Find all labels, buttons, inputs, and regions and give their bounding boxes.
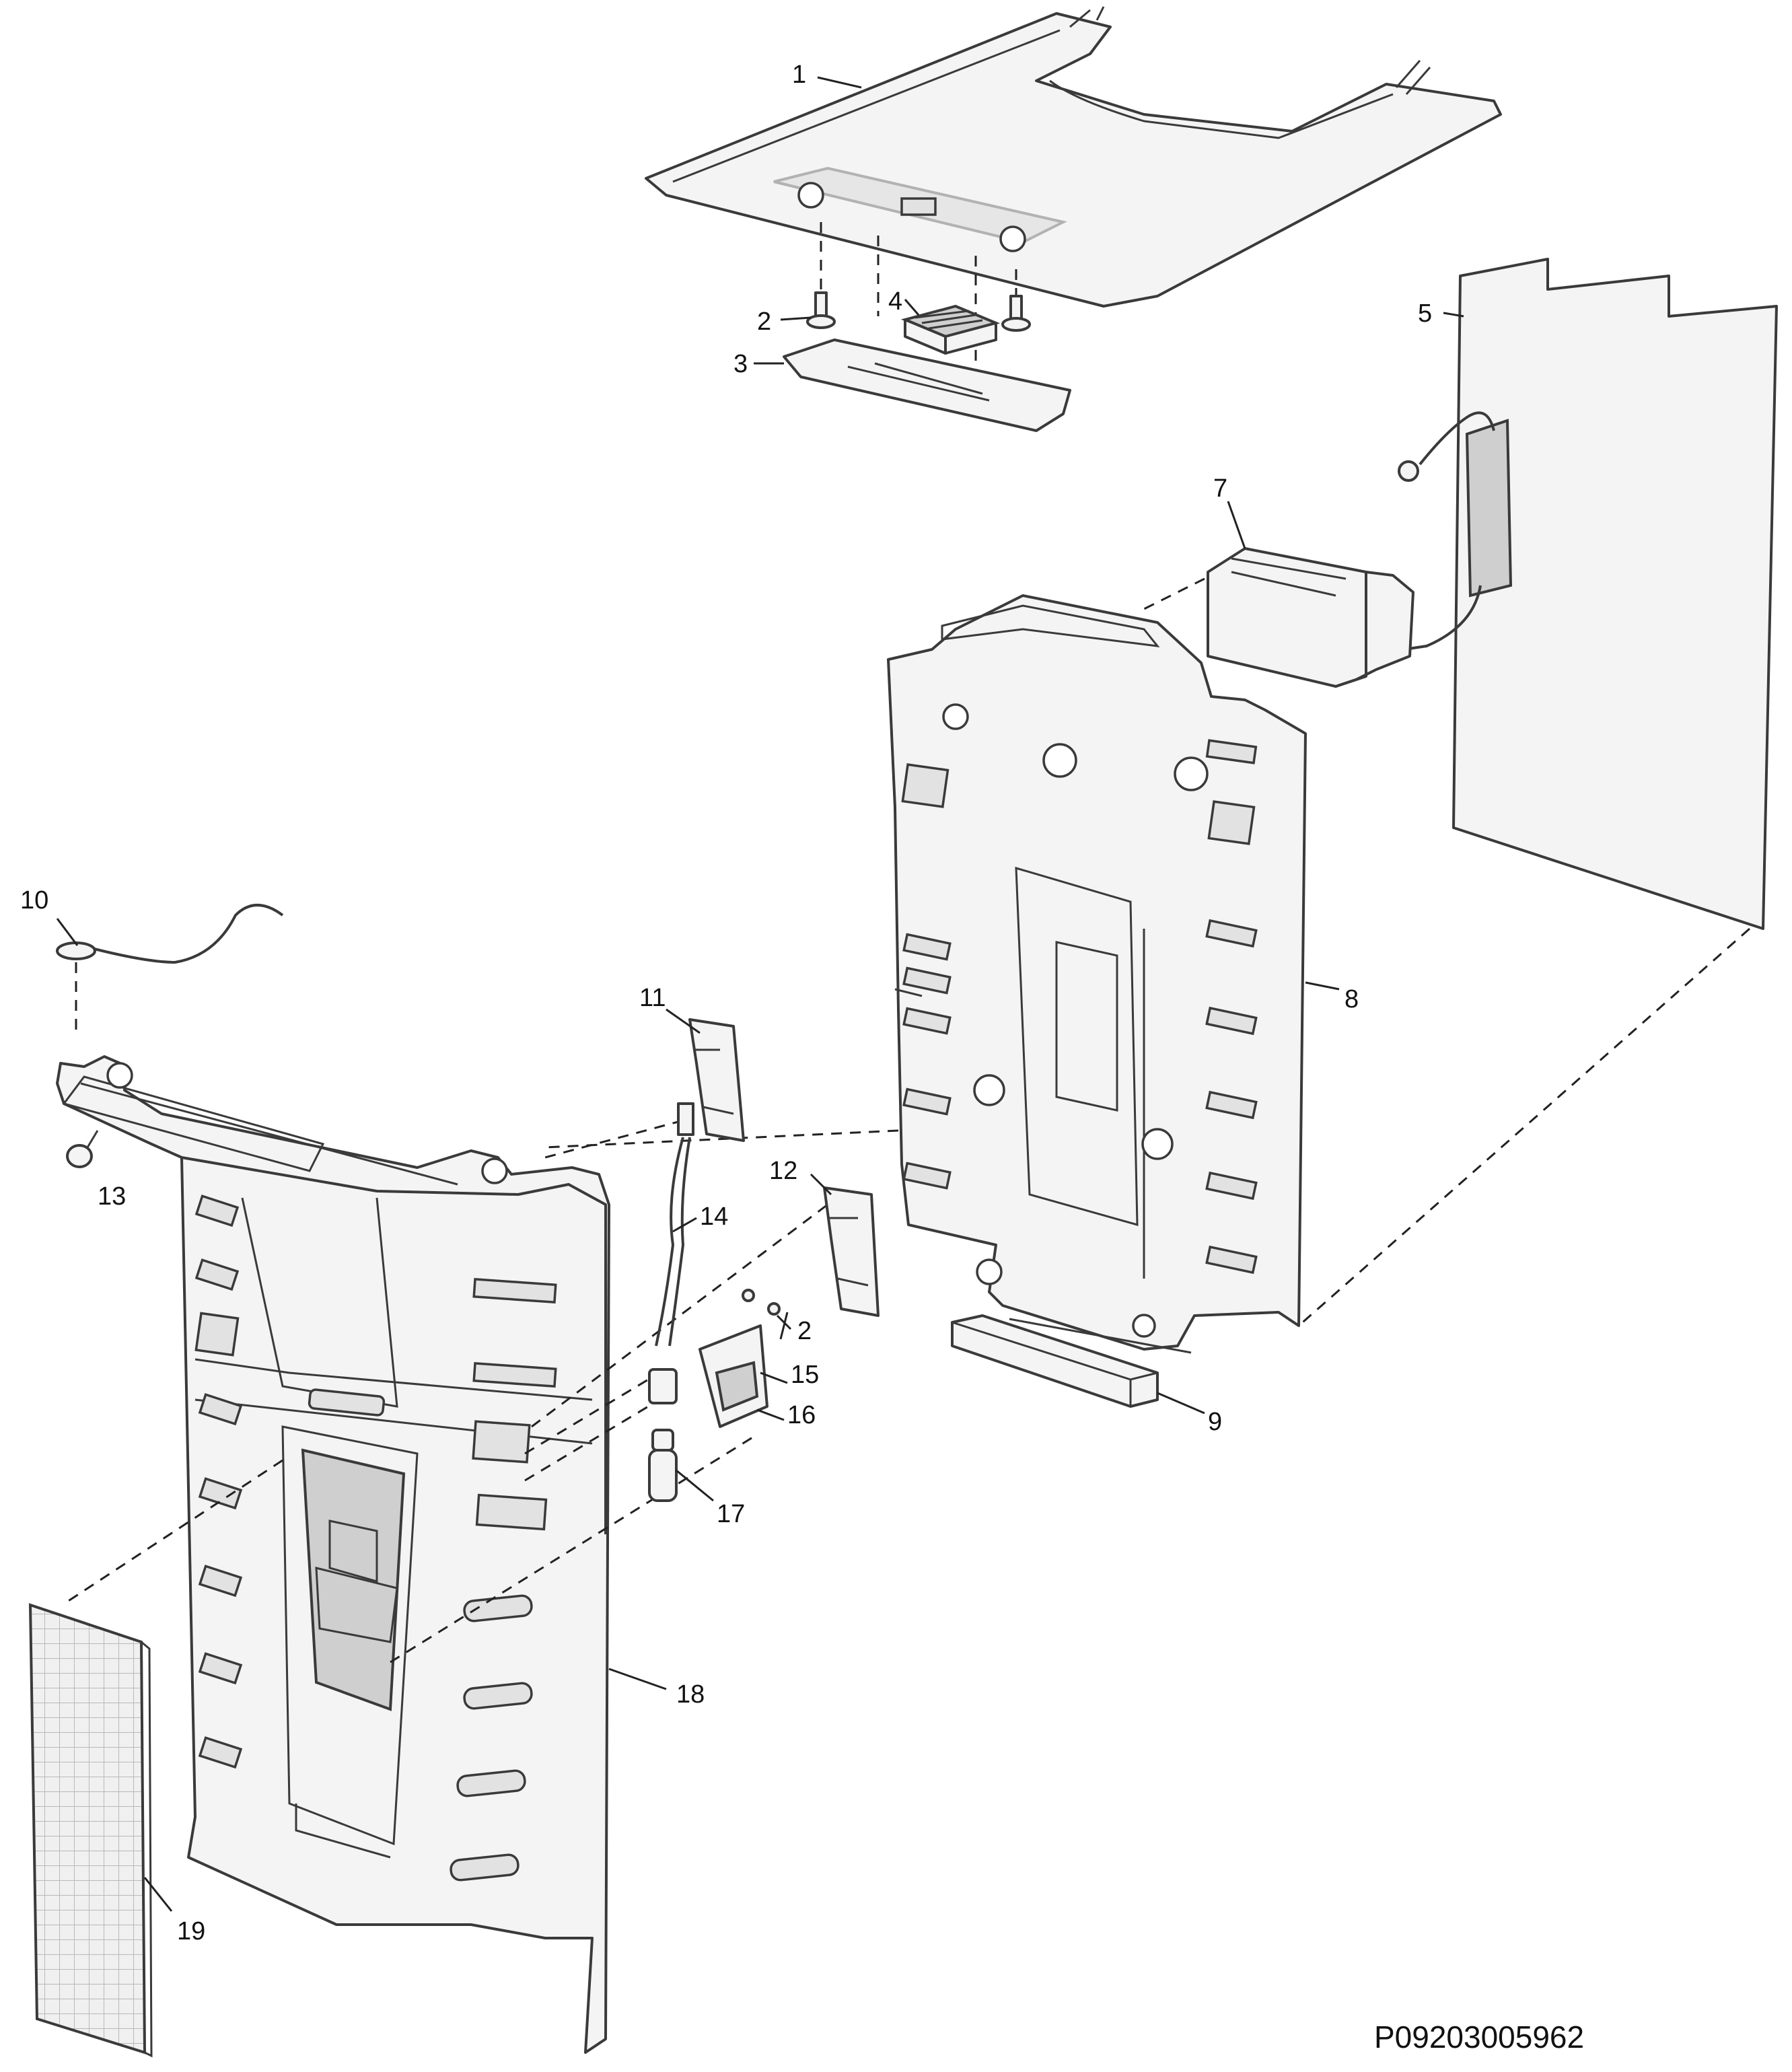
callout-13: 13 xyxy=(98,1182,126,1211)
callout-5: 5 xyxy=(1418,299,1432,328)
part-12-bracket xyxy=(823,1186,880,1317)
part-13-clip xyxy=(66,1130,99,1168)
callout-2-lower: 2 xyxy=(797,1317,812,1345)
callout-16: 16 xyxy=(787,1401,816,1429)
callout-2: 2 xyxy=(757,308,771,336)
part-14-wire-harness xyxy=(655,1102,694,1347)
alignment-line xyxy=(820,222,1017,377)
callout-19: 19 xyxy=(177,1917,205,1945)
part-11-bracket xyxy=(688,1018,745,1142)
callout-3: 3 xyxy=(733,350,748,378)
part-3-bracket xyxy=(783,338,1071,432)
callout-9: 9 xyxy=(1208,1408,1222,1436)
alignment-line xyxy=(544,1119,684,1159)
part-4-filter-block xyxy=(900,304,1001,355)
part-8-inner-liner xyxy=(887,594,1307,1354)
callout-11: 11 xyxy=(639,984,666,1012)
callout-10: 10 xyxy=(20,886,48,915)
alignment-line xyxy=(67,1459,283,1603)
callout-labels: 1 2 4 3 5 7 8 9 10 11 12 13 14 2 15 16 1… xyxy=(20,61,1432,1945)
part-18-door-liner xyxy=(56,1055,610,2054)
callout-17: 17 xyxy=(717,1500,745,1528)
leader-lines xyxy=(56,76,1464,1912)
diagram-reference-code: P09203005962 xyxy=(1374,2020,1584,2055)
callout-14: 14 xyxy=(700,1203,728,1231)
part-7-duct-module xyxy=(1207,547,1414,688)
alignment-line xyxy=(390,1435,754,1664)
part-2-screw-lower xyxy=(742,1289,781,1316)
callout-7: 7 xyxy=(1213,474,1227,503)
callout-8: 8 xyxy=(1345,985,1359,1013)
part-5-rear-panel xyxy=(1452,258,1778,930)
callout-1: 1 xyxy=(792,61,806,89)
alignment-line xyxy=(1137,577,1205,614)
alignment-line xyxy=(531,1203,828,1428)
part-1-top-cover xyxy=(645,6,1502,308)
sensor-cable xyxy=(1359,411,1513,657)
part-10-sensor xyxy=(56,904,284,964)
part-17-lamp xyxy=(648,1368,678,1502)
part-2-screw-top xyxy=(806,291,1031,332)
part-9-bottom-strip xyxy=(951,1314,1159,1408)
callout-4: 4 xyxy=(888,287,902,316)
part-19-mesh-filter xyxy=(28,1603,153,2058)
callout-12: 12 xyxy=(769,1157,797,1185)
alignment-line xyxy=(1298,927,1750,1327)
alignment-line xyxy=(524,1371,660,1482)
callout-15: 15 xyxy=(791,1361,819,1389)
part-16-lamp-lens xyxy=(715,1361,759,1412)
alignment-line xyxy=(544,1129,899,1149)
callout-18: 18 xyxy=(676,1680,705,1709)
